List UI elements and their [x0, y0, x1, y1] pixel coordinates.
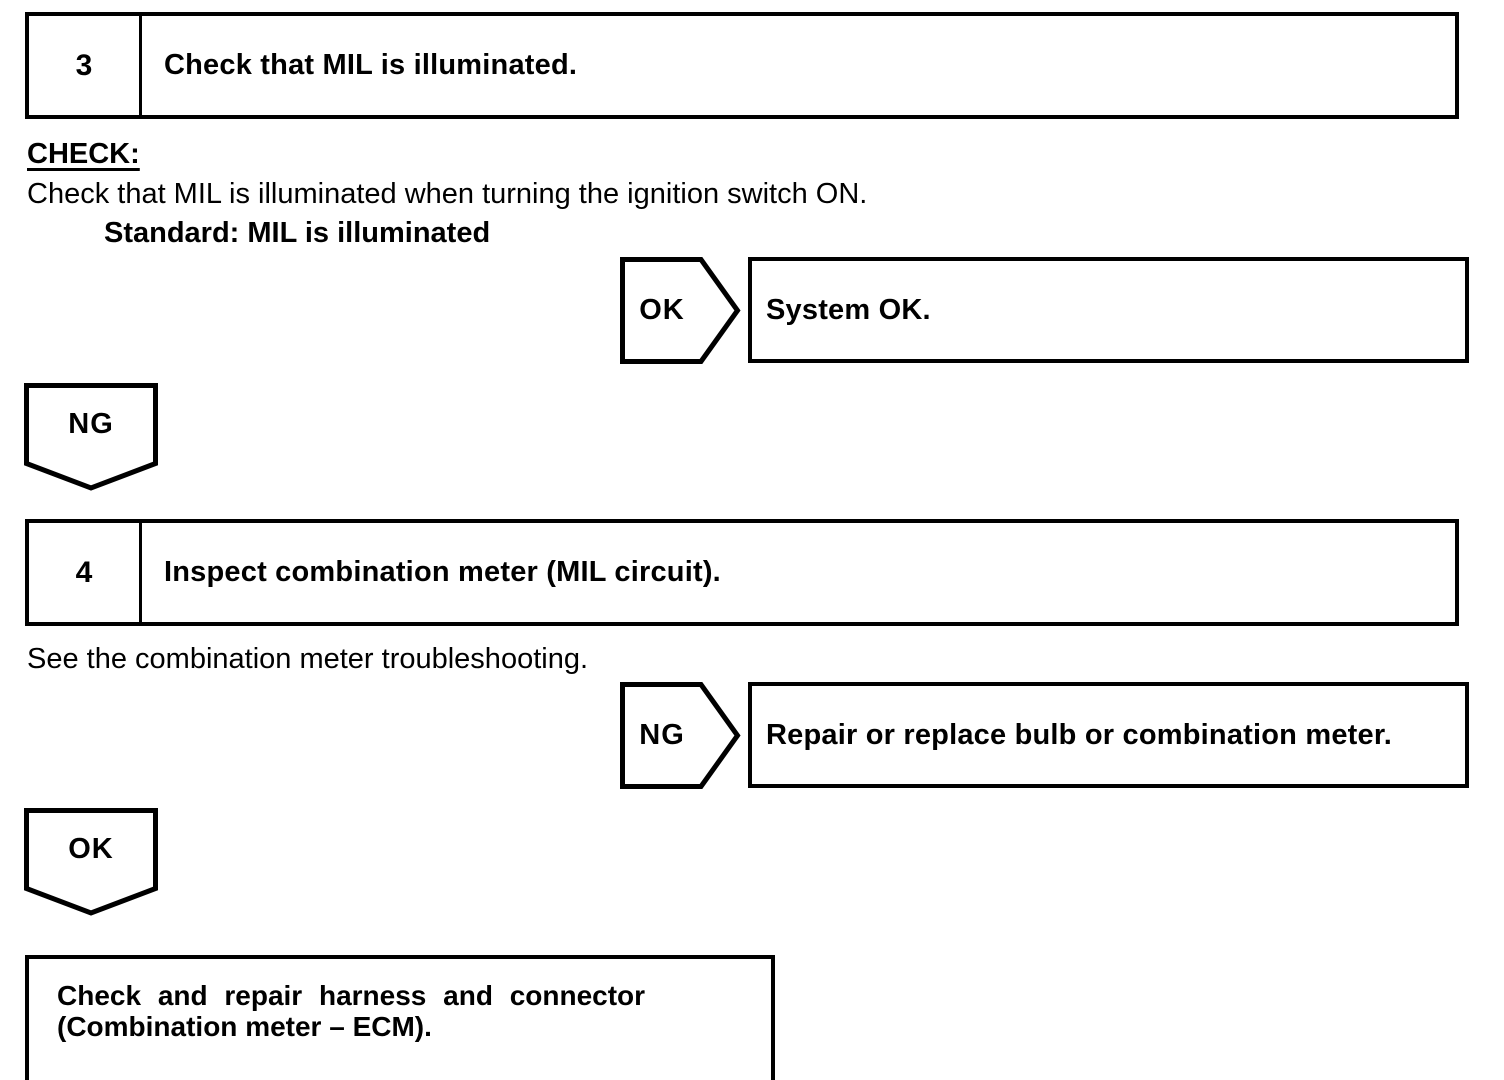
step-3-title: Check that MIL is illuminated. [164, 49, 578, 81]
ng-right-connector: NG [620, 682, 742, 789]
ok-down-connector-label: OK [68, 832, 114, 865]
ng-down-connector: NG [24, 383, 158, 491]
check-description: Check that MIL is illuminated when turni… [27, 178, 868, 210]
final-action-line-1: Check and repair harness and connector [57, 980, 646, 1011]
ok-down-arrow-shape [24, 808, 158, 916]
step-3-number: 3 [29, 16, 142, 115]
system-ok-result-text: System OK. [766, 293, 931, 326]
ok-arrow-shape [620, 257, 741, 364]
ng-arrow-shape [620, 682, 741, 789]
step-4-title: Inspect combination meter (MIL circuit). [164, 556, 721, 588]
ok-right-connector: OK [620, 257, 742, 364]
repair-result-box: Repair or replace bulb or combination me… [748, 682, 1469, 788]
ok-down-connector: OK [24, 808, 158, 916]
ng-down-arrow-shape [24, 383, 158, 491]
step-4-note: See the combination meter troubleshootin… [27, 643, 589, 675]
final-action-line-2: (Combination meter – ECM). [57, 1011, 432, 1042]
repair-result-text: Repair or replace bulb or combination me… [766, 718, 1392, 751]
step-4-header-box: 4 Inspect combination meter (MIL circuit… [25, 519, 1459, 626]
step-3-header-box: 3 Check that MIL is illuminated. [25, 12, 1459, 119]
system-ok-result-box: System OK. [748, 257, 1469, 363]
final-action-box: Check and repair harness and connector (… [25, 955, 775, 1080]
check-heading: CHECK: [27, 138, 140, 170]
step-4-number: 4 [29, 523, 142, 622]
ng-connector-label: NG [639, 719, 685, 751]
ng-down-connector-label: NG [68, 407, 114, 440]
standard-line: Standard: MIL is illuminated [104, 217, 491, 249]
ok-connector-label: OK [639, 294, 685, 326]
